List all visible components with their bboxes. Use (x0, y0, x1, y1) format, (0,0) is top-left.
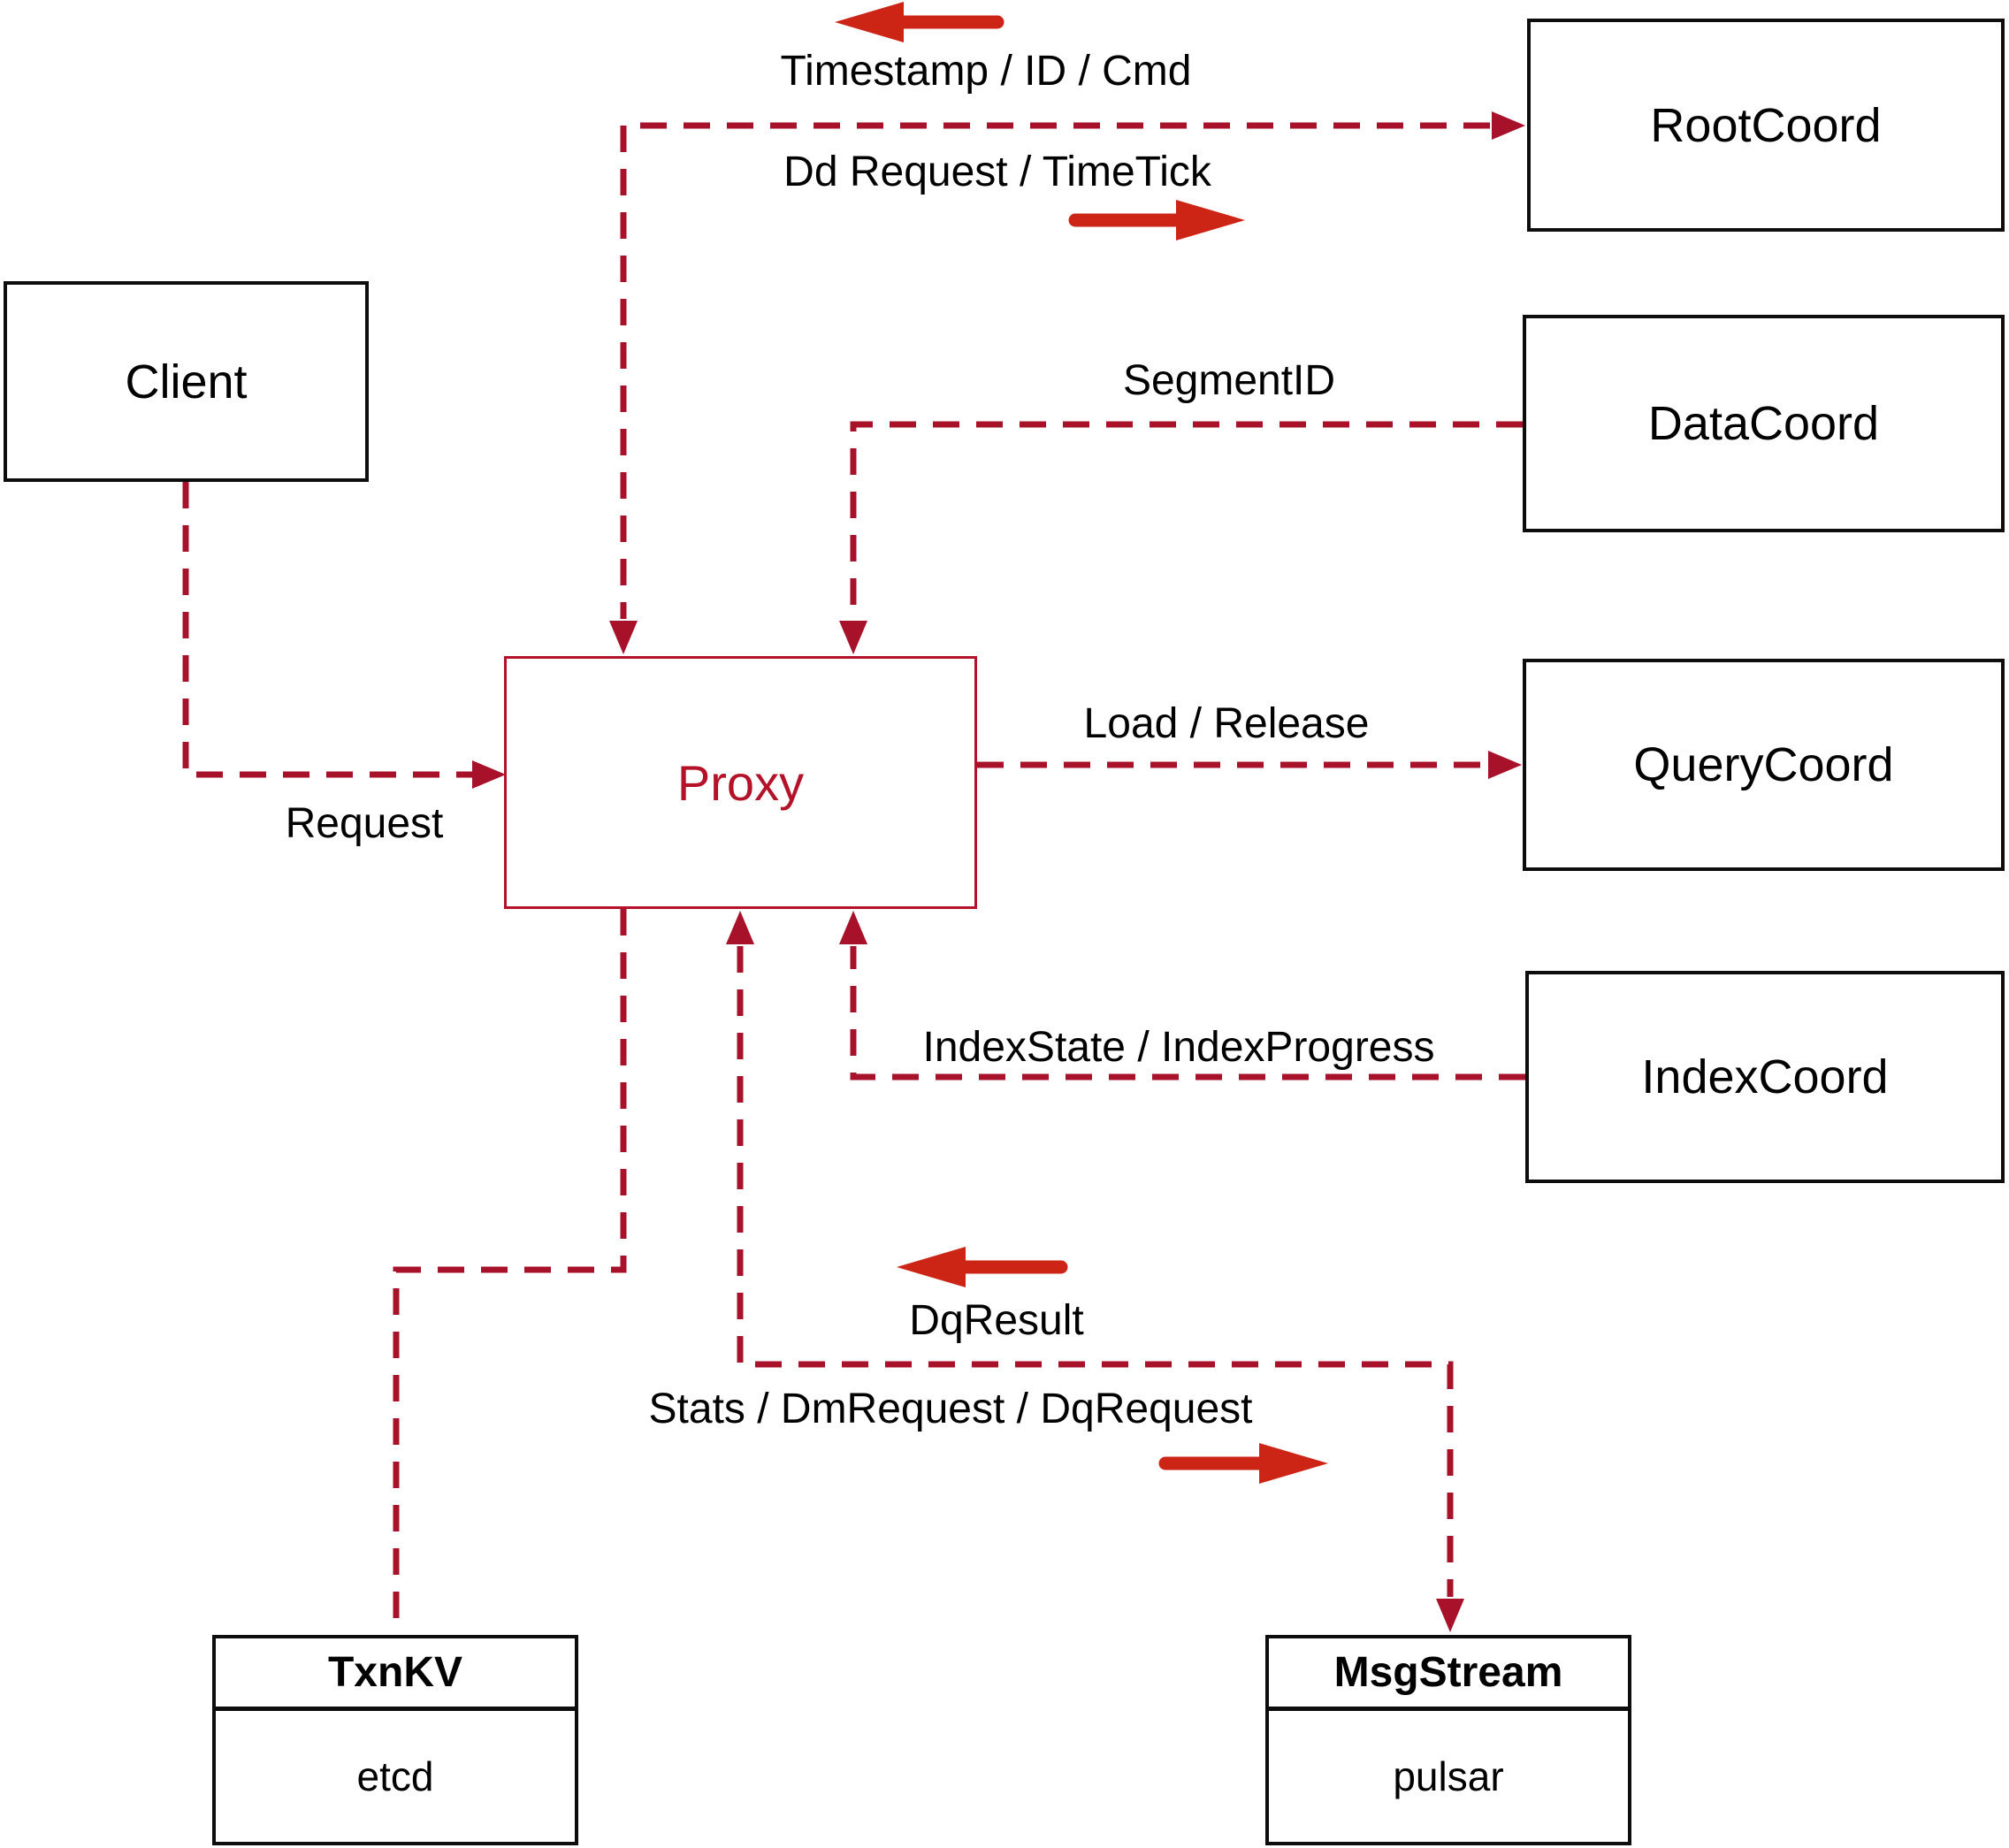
edge-label-index-state-progress: IndexState / IndexProgress (922, 1024, 1435, 1071)
node-datacoord: DataCoord (1523, 315, 2005, 532)
arrow-right-icon (1492, 111, 1525, 140)
edge-label-dd-request-timetick: Dd Request / TimeTick (783, 149, 1211, 195)
node-indexcoord: IndexCoord (1525, 971, 2005, 1183)
arrow-down-icon (839, 621, 867, 654)
arrow-up-icon (726, 911, 754, 944)
node-msgstream-title: MsgStream (1269, 1638, 1628, 1711)
node-client: Client (4, 281, 369, 482)
node-querycoord: QueryCoord (1523, 659, 2005, 871)
arrow-right-icon (472, 760, 506, 789)
edge-label-load-release: Load / Release (1083, 700, 1370, 747)
edge-proxy-querycoord (977, 751, 1522, 779)
direction-arrow-left-icon (835, 2, 1004, 42)
arrow-down-icon (1436, 1599, 1464, 1632)
arrow-right-icon (1488, 751, 1522, 779)
direction-arrow-left-icon (897, 1247, 1068, 1287)
node-datacoord-label: DataCoord (1647, 397, 1880, 450)
edge-client-proxy (182, 482, 506, 789)
arrow-down-icon (609, 621, 638, 654)
node-proxy-label: Proxy (676, 754, 805, 811)
direction-arrow-right-icon (1158, 1443, 1328, 1484)
node-indexcoord-label: IndexCoord (1641, 1050, 1889, 1103)
edge-proxy-rootcoord (609, 111, 1525, 654)
edge-label-segment-id: SegmentID (1122, 357, 1336, 404)
edge-label-timestamp-id-cmd: Timestamp / ID / Cmd (780, 48, 1192, 95)
edge-indexcoord-proxy (839, 911, 1525, 1081)
direction-arrow-right-icon (1068, 200, 1245, 241)
edge-datacoord-proxy (839, 421, 1523, 654)
edge-label-stats-dm-dq: Stats / DmRequest / DqRequest (648, 1386, 1253, 1432)
node-txnkv-title: TxnKV (216, 1638, 575, 1711)
node-msgstream-impl: pulsar (1393, 1753, 1504, 1799)
node-msgstream: MsgStream pulsar (1265, 1635, 1631, 1845)
node-rootcoord-label: RootCoord (1650, 98, 1882, 152)
edge-label-request: Request (285, 800, 444, 847)
node-proxy: Proxy (504, 656, 977, 909)
edge-proxy-txnkv (393, 909, 627, 1632)
node-client-label: Client (125, 355, 248, 409)
node-txnkv-impl: etcd (356, 1753, 434, 1799)
edge-proxy-msgstream (726, 911, 1464, 1632)
arrow-up-icon (839, 911, 867, 944)
edge-label-dq-result: DqResult (909, 1297, 1084, 1344)
node-txnkv: TxnKV etcd (212, 1635, 578, 1845)
node-querycoord-label: QueryCoord (1633, 738, 1894, 791)
node-rootcoord: RootCoord (1527, 19, 2005, 232)
